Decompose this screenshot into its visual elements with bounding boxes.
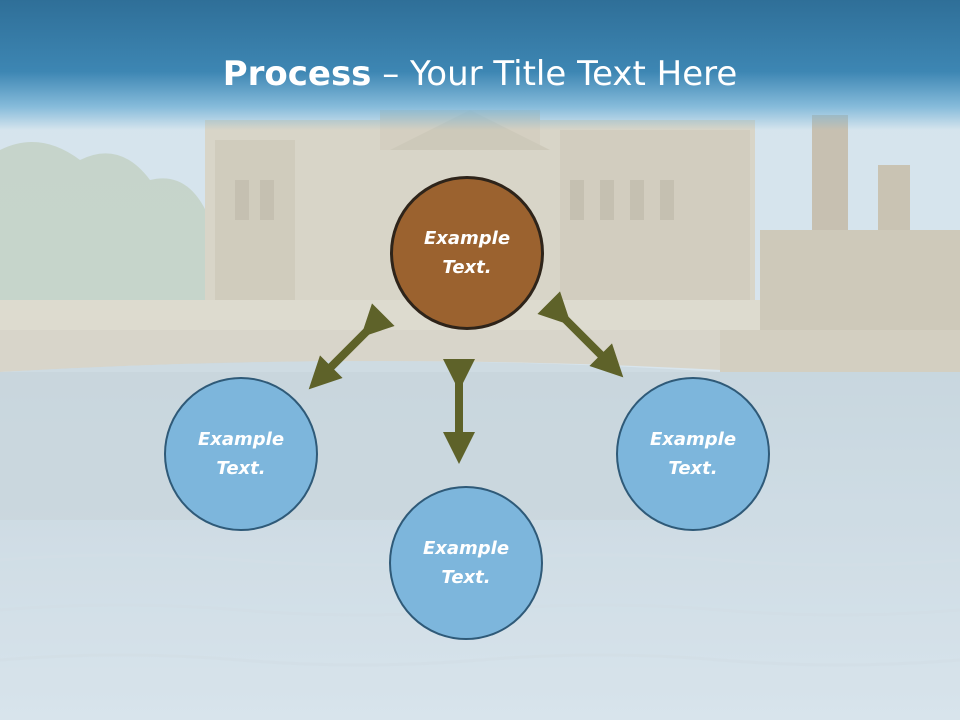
process-node-center[interactable]: Example Text.: [390, 176, 544, 330]
slide-title: Process – Your Title Text Here: [0, 50, 960, 98]
arrow-center-right: [537, 291, 624, 378]
process-node-left[interactable]: Example Text.: [164, 377, 318, 531]
right-node-label: Example Text.: [649, 429, 737, 479]
arrow-center-left: [308, 303, 395, 390]
process-node-right[interactable]: Example Text.: [616, 377, 770, 531]
center-node-label: Example Text.: [423, 228, 511, 278]
process-node-bottom[interactable]: Example Text.: [389, 486, 543, 640]
bottom-node-label: Example Text.: [422, 538, 510, 588]
title-rest: – Your Title Text Here: [371, 54, 738, 94]
title-bold: Process: [222, 54, 372, 94]
title-band: [0, 0, 960, 130]
left-node-label: Example Text.: [197, 429, 285, 479]
